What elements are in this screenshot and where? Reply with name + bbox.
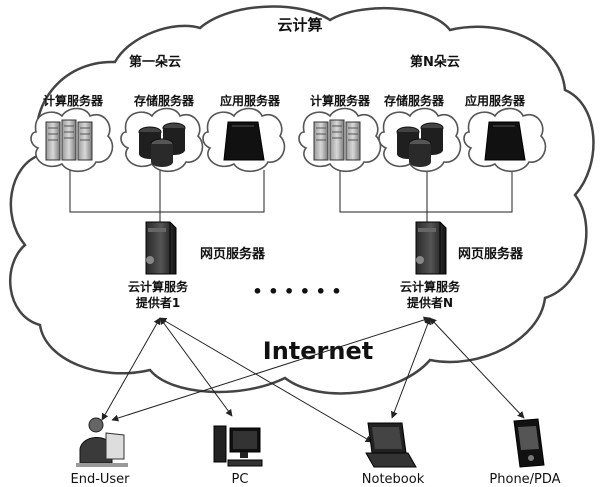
storage-server-icon bbox=[120, 107, 204, 173]
cloud-1-server-label-storage: 存储服务器 bbox=[133, 93, 195, 108]
web-server-tower-icon bbox=[145, 221, 177, 275]
device-label-phone-pda: Phone/PDA bbox=[489, 472, 560, 487]
provider-1-line2: 提供者1 bbox=[136, 295, 180, 310]
cloud-title: 云计算 bbox=[277, 16, 322, 34]
application-server-icon bbox=[202, 107, 286, 173]
provider-n-line1: 云计算服务 bbox=[400, 279, 461, 294]
big-cloud-outline bbox=[9, 5, 595, 395]
arrow-providern-enduser bbox=[111, 316, 431, 422]
cloud-1-server-label-compute: 计算服务器 bbox=[43, 93, 104, 108]
compute-server-icon bbox=[298, 107, 382, 173]
application-server-icon bbox=[463, 107, 547, 173]
cloud-n-title: 第N朵云 bbox=[410, 54, 460, 70]
provider-n-line2: 提供者N bbox=[407, 295, 453, 310]
cloud-n-server-label-app: 应用服务器 bbox=[465, 93, 526, 108]
pc-icon bbox=[213, 425, 263, 467]
end-user-icon bbox=[76, 417, 128, 467]
arrow-providern-phone bbox=[429, 317, 525, 419]
arrow-providern-notebook bbox=[390, 317, 432, 419]
ellipsis: • • • • • • bbox=[252, 282, 341, 301]
cloud-1-title: 第一朵云 bbox=[129, 54, 181, 70]
web-server-label-n: 网页服务器 bbox=[458, 246, 524, 262]
cloud-n-server-label-compute: 计算服务器 bbox=[310, 93, 371, 108]
web-server-label-1: 网页服务器 bbox=[200, 246, 266, 262]
phone-pda-icon bbox=[513, 418, 545, 468]
cloud-1-server-label-app: 应用服务器 bbox=[220, 93, 281, 108]
web-server-tower-icon bbox=[415, 221, 447, 275]
cloud-n-server-label-storage: 存储服务器 bbox=[383, 93, 445, 108]
notebook-icon bbox=[365, 422, 417, 468]
device-label-end-user: End-User bbox=[70, 472, 130, 487]
compute-server-icon bbox=[30, 107, 114, 173]
provider-1-line1: 云计算服务 bbox=[128, 279, 189, 294]
storage-server-icon bbox=[378, 107, 462, 173]
device-label-pc: PC bbox=[232, 472, 249, 487]
connection-arrows bbox=[101, 316, 525, 443]
device-label-notebook: Notebook bbox=[362, 472, 425, 487]
